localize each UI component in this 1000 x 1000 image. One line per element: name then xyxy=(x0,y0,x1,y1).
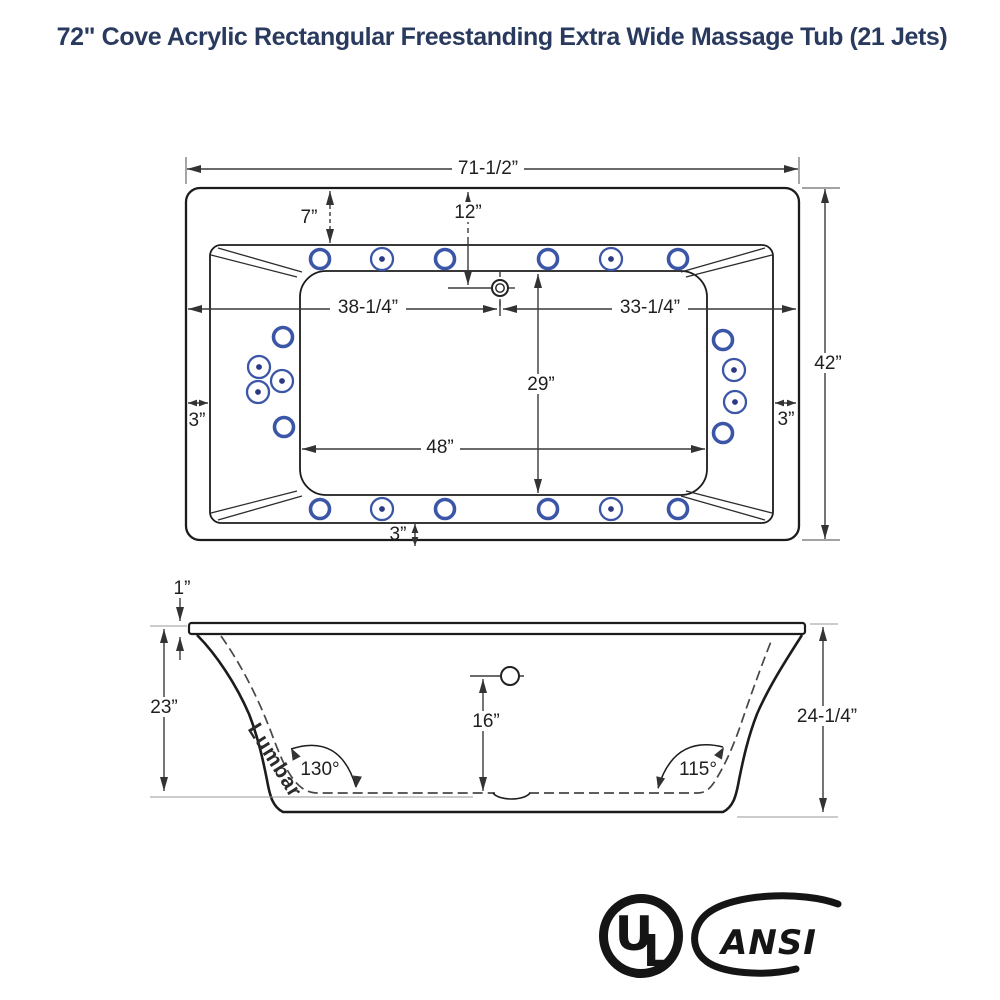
jet xyxy=(433,497,457,521)
dim-interior-depth-label: 23” xyxy=(150,697,177,718)
angle-foot: 115° xyxy=(653,744,728,791)
dim-drain-from-top: 12” xyxy=(450,192,486,285)
dim-drain-from-right: 33-1/4” xyxy=(503,297,796,318)
jet xyxy=(271,325,295,349)
drain-side-view xyxy=(470,666,524,686)
dim-deck-right: 3” xyxy=(775,399,796,430)
dim-deck-left-label: 3” xyxy=(189,410,206,431)
drain-top-view xyxy=(448,270,515,316)
dim-drain-height: 16” xyxy=(467,679,504,791)
jet xyxy=(666,247,690,271)
dim-drain-from-left: 38-1/4” xyxy=(188,297,497,318)
jet xyxy=(536,497,560,521)
dim-basin-length: 48” xyxy=(302,437,705,458)
jet xyxy=(433,247,457,271)
jet xyxy=(308,497,332,521)
jet-directional xyxy=(369,496,395,522)
drain-recess-notch xyxy=(492,792,531,800)
page-title: 72" Cove Acrylic Rectangular Freestandin… xyxy=(57,23,948,51)
ansi-swoosh-icon xyxy=(691,892,842,977)
dim-deck-bottom-label: 3” xyxy=(390,524,407,545)
dim-overall-width-label: 71-1/2” xyxy=(458,158,518,179)
lumbar-label: Lumbar xyxy=(243,719,306,802)
inner-wall-left-dashed xyxy=(220,635,495,794)
ul-circle-icon xyxy=(599,894,683,978)
jet-directional xyxy=(598,246,624,272)
dim-deck-right-label: 3” xyxy=(778,409,795,430)
dim-rim-thickness: 1” xyxy=(174,578,191,660)
dim-rim-to-deck-label: 7” xyxy=(301,207,318,228)
jet xyxy=(308,247,332,271)
dim-deck-left: 3” xyxy=(188,399,208,431)
ul-letter-u: U xyxy=(615,907,653,962)
dim-basin-width: 29” xyxy=(522,274,559,493)
basin-floor-outline xyxy=(299,270,708,496)
jet xyxy=(666,497,690,521)
jet-directional xyxy=(598,496,624,522)
angle-lumbar-label: 130° xyxy=(300,759,339,780)
jet-directional xyxy=(722,389,748,415)
dim-drain-from-left-label: 38-1/4” xyxy=(338,297,398,318)
ansi-logo: ANSI xyxy=(691,892,842,977)
dim-overall-height: 24-1/4” xyxy=(737,623,861,818)
corner-bevels xyxy=(210,247,773,521)
inner-wall-right-dashed xyxy=(529,638,773,794)
dim-rim-to-deck: 7” xyxy=(301,191,334,243)
jet-directional xyxy=(721,357,747,383)
side-view: 1” 23” 16” 24-1/4” xyxy=(146,578,861,818)
tub-outer-rim-outline xyxy=(184,186,801,542)
jet xyxy=(711,328,735,352)
dim-basin-width-label: 29” xyxy=(527,374,554,395)
massage-jets xyxy=(245,246,748,522)
jet-directional xyxy=(269,368,295,394)
jet-directional xyxy=(369,246,395,272)
dim-interior-depth: 23” xyxy=(146,625,473,798)
ul-letter-l: L xyxy=(643,926,671,977)
deck-opening-outline xyxy=(209,244,774,524)
dim-basin-length-label: 48” xyxy=(426,437,453,458)
dim-overall-width: 71-1/2” xyxy=(185,157,800,184)
dim-overall-depth-label: 42” xyxy=(814,353,841,374)
dim-deck-bottom: 3” xyxy=(390,524,419,546)
jet-directional xyxy=(246,354,272,380)
tub-rim-profile xyxy=(187,621,807,636)
dim-drain-from-right-label: 33-1/4” xyxy=(620,297,680,318)
dim-overall-height-label: 24-1/4” xyxy=(797,706,857,727)
ansi-wordmark: ANSI xyxy=(718,923,817,963)
tub-body-outline xyxy=(196,634,804,814)
top-view: 71-1/2” 7” 12” 38-1/4” 33-1/4” xyxy=(184,157,846,546)
dim-overall-depth: 42” xyxy=(802,187,846,541)
dim-rim-thickness-label: 1” xyxy=(174,578,191,599)
ul-logo: U L xyxy=(599,894,683,978)
angle-foot-label: 115° xyxy=(679,759,717,780)
jet-directional xyxy=(245,379,271,405)
jet xyxy=(272,415,296,439)
jet xyxy=(711,421,735,445)
jet xyxy=(536,247,560,271)
angle-lumbar: 130° xyxy=(287,744,362,789)
dim-drain-from-top-label: 12” xyxy=(454,202,481,223)
dim-drain-height-label: 16” xyxy=(472,711,499,732)
